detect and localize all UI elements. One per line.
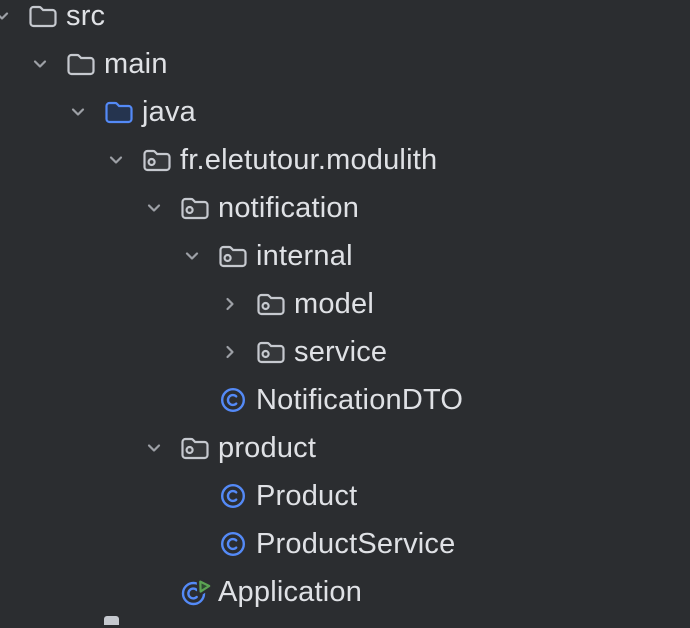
class-icon: [218, 481, 248, 511]
tree-item-label: NotificationDTO: [256, 383, 464, 416]
folder-icon: [28, 1, 58, 31]
source-root-folder-icon: [104, 97, 134, 127]
tree-row-productservice[interactable]: ProductService: [0, 520, 690, 568]
tree-item-label: product: [218, 431, 317, 464]
chevron-placeholder: [182, 534, 202, 554]
tree-row-notification[interactable]: notification: [0, 184, 690, 232]
tree-item-label: notification: [218, 191, 360, 224]
tree-row-notificationdto[interactable]: NotificationDTO: [0, 376, 690, 424]
tree-row-main[interactable]: main: [0, 40, 690, 88]
package-icon: [256, 289, 286, 319]
package-icon: [180, 433, 210, 463]
chevron-down-icon[interactable]: [144, 198, 164, 218]
chevron-down-icon[interactable]: [182, 246, 202, 266]
run-application-icon: [180, 577, 213, 607]
tree-item-label: main: [104, 47, 168, 80]
chevron-right-icon[interactable]: [220, 342, 240, 362]
package-icon: [218, 241, 248, 271]
tree-item-label: java: [142, 95, 196, 128]
folder-icon: [66, 49, 96, 79]
chevron-placeholder: [182, 486, 202, 506]
tree-row-application[interactable]: Application: [0, 568, 690, 616]
tree-row-product[interactable]: product: [0, 424, 690, 472]
tree-row-fr-eletutour-modulith[interactable]: fr.eletutour.modulith: [0, 136, 690, 184]
chevron-down-icon[interactable]: [0, 6, 12, 26]
package-icon: [180, 193, 210, 223]
tree-row-src[interactable]: src: [0, 0, 690, 40]
tree-item-label: model: [294, 287, 374, 320]
tree-item-label: service: [294, 335, 388, 368]
chevron-down-icon[interactable]: [106, 150, 126, 170]
chevron-down-icon[interactable]: [68, 102, 88, 122]
chevron-down-icon[interactable]: [144, 438, 164, 458]
tree-item-label: fr.eletutour.modulith: [180, 143, 438, 176]
next-row-partial-folder-icon: [104, 616, 119, 625]
tree-row-product[interactable]: Product: [0, 472, 690, 520]
chevron-placeholder: [144, 582, 164, 602]
class-icon: [218, 385, 248, 415]
tree-row-service[interactable]: service: [0, 328, 690, 376]
tree-item-label: Product: [256, 479, 358, 512]
chevron-placeholder: [182, 390, 202, 410]
tree-item-label: internal: [256, 239, 353, 272]
tree-item-label: ProductService: [256, 527, 456, 560]
package-icon: [142, 145, 172, 175]
chevron-down-icon[interactable]: [30, 54, 50, 74]
package-icon: [256, 337, 286, 367]
tree-row-model[interactable]: model: [0, 280, 690, 328]
tree-row-java[interactable]: java: [0, 88, 690, 136]
chevron-right-icon[interactable]: [220, 294, 240, 314]
class-icon: [218, 529, 248, 559]
tree-item-label: Application: [218, 575, 363, 608]
tree-row-internal[interactable]: internal: [0, 232, 690, 280]
tree-item-label: src: [66, 0, 106, 32]
